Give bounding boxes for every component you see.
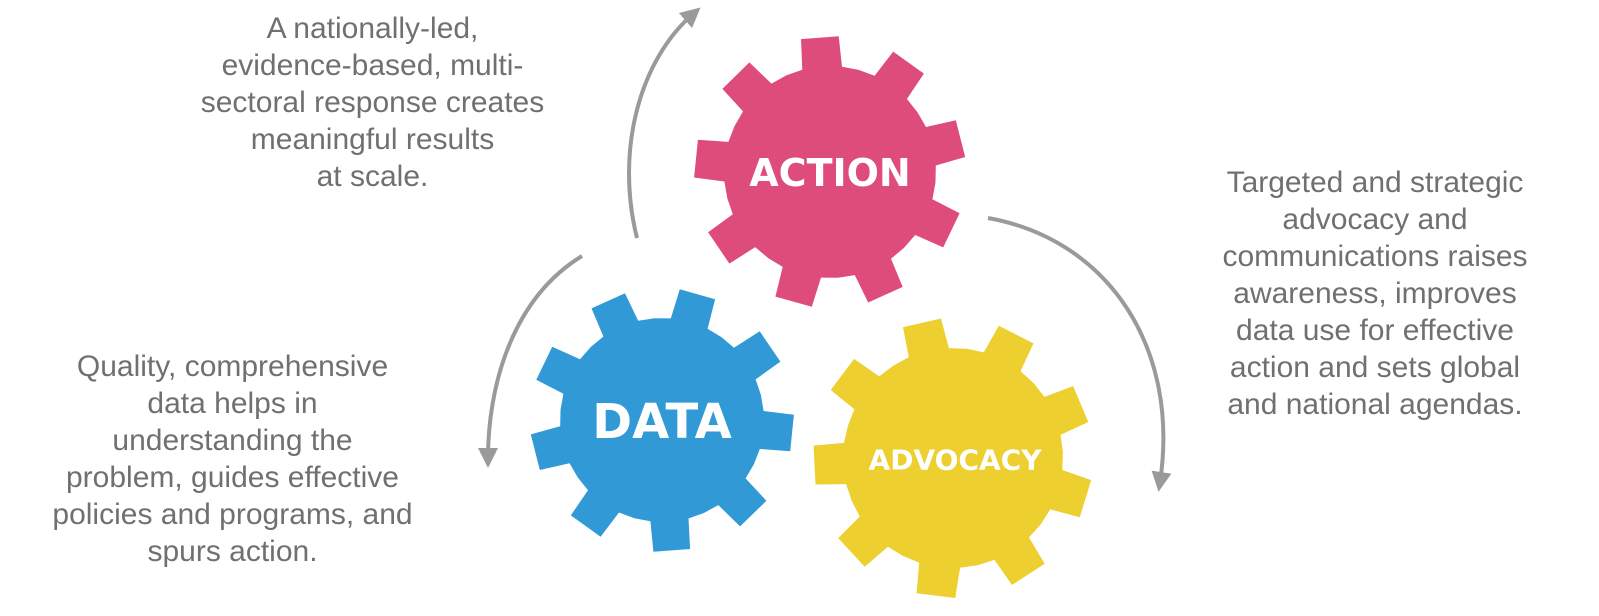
action-description-line: A nationally-led, [266,12,479,45]
cycle-arrow-icon [987,216,1172,492]
action-gear: ACTION [694,36,966,307]
action-gear-shape [694,36,966,307]
cycle-arrow-icon [627,7,701,239]
advocacy-description-line: Targeted and strategic [1226,166,1524,199]
cycle-arrow-icon [478,254,584,468]
action-description: A nationally-led, evidence-based, multi-… [150,10,595,195]
data-gear-shape [530,289,794,552]
advocacy-description-line: data use for effective [1236,314,1514,347]
action-description-line: sectoral response creates [200,86,545,119]
action-description-line: at scale. [316,160,429,193]
data-description: Quality, comprehensive data helps in und… [5,348,460,570]
data-description-line: understanding the [112,424,353,457]
advocacy-description-line: action and sets global [1229,351,1521,384]
advocacy-gear-shape [813,318,1092,598]
action-description-line: meaningful results [250,123,495,156]
action-description-line: evidence-based, multi- [221,49,524,82]
advocacy-gear: ADVOCACY [813,318,1092,598]
data-gear-label: DATA [592,394,731,450]
advocacy-description-line: awareness, improves [1233,277,1517,310]
action-gear-label: ACTION [749,151,910,195]
advocacy-description-line: advocacy and [1282,203,1468,236]
data-description-line: policies and programs, and [52,498,413,531]
data-description-line: problem, guides effective [66,461,399,494]
advocacy-description-line: and national agendas. [1227,388,1523,421]
data-gear: DATA [530,289,794,552]
advocacy-gear-label: ADVOCACY [869,444,1043,477]
advocacy-description-line: communications raises [1222,240,1528,273]
data-description-line: Quality, comprehensive [76,350,389,383]
data-description-line: data helps in [147,387,318,420]
advocacy-description: Targeted and strategic advocacy and comm… [1160,164,1590,423]
data-description-line: spurs action. [147,535,318,568]
